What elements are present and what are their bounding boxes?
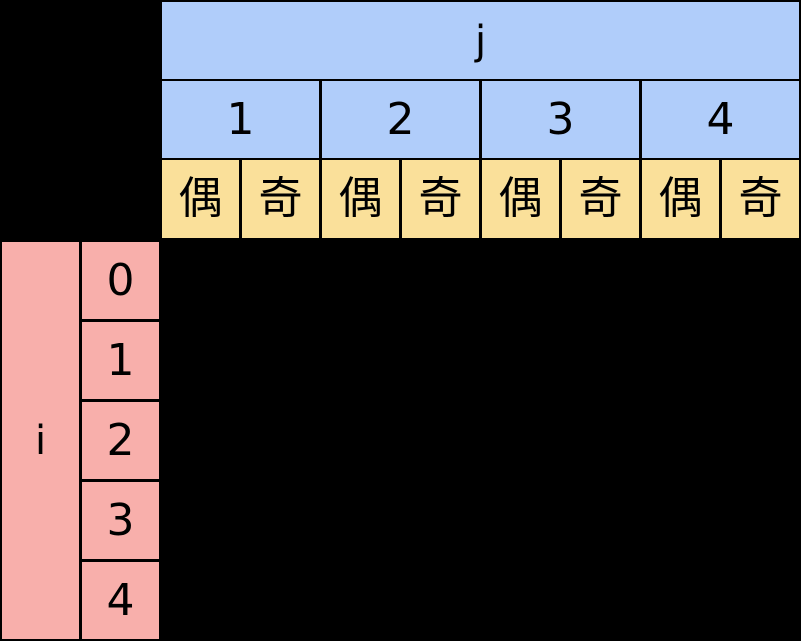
row-axis-label-i: i bbox=[0, 240, 81, 641]
column-group-header-3: 3 bbox=[480, 79, 641, 160]
parity-header-col-6: 偶 bbox=[640, 158, 721, 240]
column-group-header-4: 4 bbox=[640, 79, 801, 160]
column-group-header-2: 2 bbox=[320, 79, 481, 160]
column-axis-label-j: j bbox=[160, 0, 801, 81]
row-header-0: 0 bbox=[80, 240, 161, 321]
parity-header-col-0: 偶 bbox=[160, 158, 241, 240]
row-header-3: 3 bbox=[80, 480, 161, 561]
row-header-1: 1 bbox=[80, 320, 161, 401]
parity-header-col-2: 偶 bbox=[320, 158, 401, 240]
column-group-header-1: 1 bbox=[160, 79, 321, 160]
parity-header-col-4: 偶 bbox=[480, 158, 561, 240]
parity-header-col-5: 奇 bbox=[560, 158, 641, 240]
table-corner-blank bbox=[0, 0, 160, 240]
parity-header-col-1: 奇 bbox=[240, 158, 321, 240]
table-body-blank bbox=[160, 240, 801, 641]
parity-header-col-7: 奇 bbox=[720, 158, 801, 240]
row-header-4: 4 bbox=[80, 560, 161, 641]
parity-header-col-3: 奇 bbox=[400, 158, 481, 240]
row-header-2: 2 bbox=[80, 400, 161, 481]
